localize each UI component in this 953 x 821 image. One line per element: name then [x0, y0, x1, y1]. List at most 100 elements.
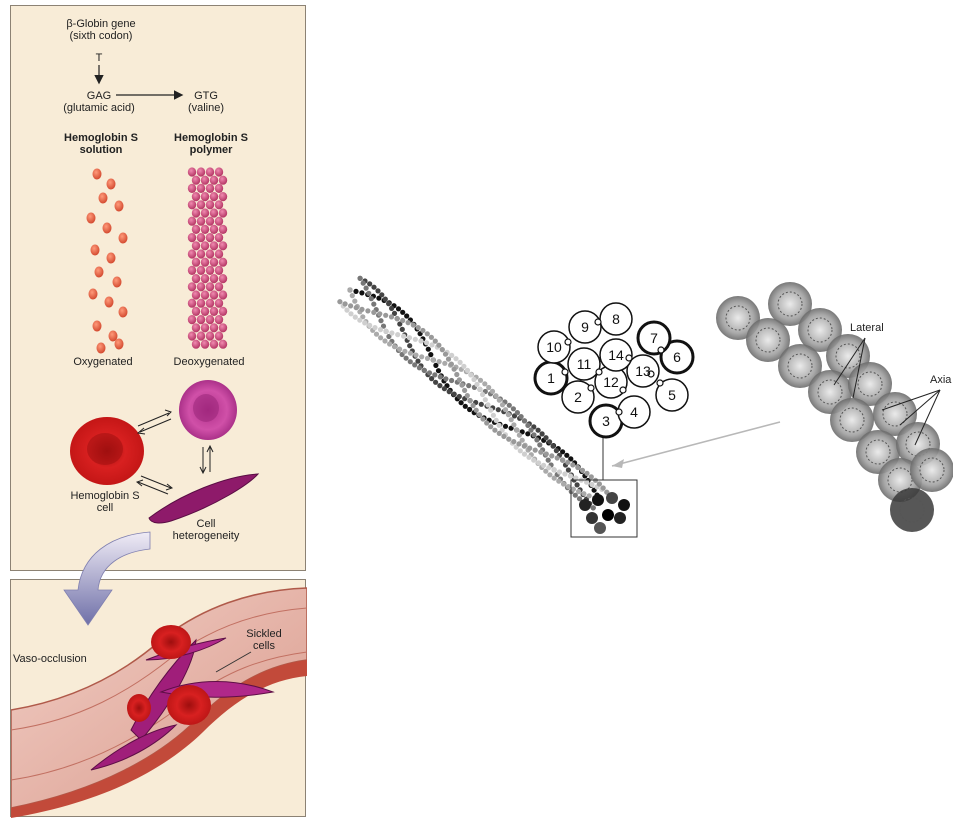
fiber-strand-bead	[378, 327, 383, 332]
fiber-strand-bead	[515, 410, 520, 415]
fiber-strand-bead	[454, 372, 459, 377]
fiber-strand-bead	[497, 398, 502, 403]
fiber-strand-bead	[389, 314, 394, 319]
fiber-strand-bead	[497, 423, 502, 428]
fiber-strand-bead	[372, 325, 377, 330]
fiber-strand-bead	[506, 437, 511, 442]
fiber-strand-bead	[581, 491, 586, 496]
fiber-strand-bead	[488, 424, 493, 429]
fiber-strand-bead	[544, 451, 549, 456]
fiber-strand-bead	[408, 359, 413, 364]
fiber-strand-bead	[497, 431, 502, 436]
fiber-strand-bead	[443, 376, 448, 381]
fiber-strand-bead	[468, 372, 473, 377]
fiber-strand-bead	[413, 353, 418, 358]
fiber-strand-bead	[566, 467, 571, 472]
fiber-strand-bead	[425, 356, 430, 361]
fiber-strand-bead	[359, 307, 364, 312]
fiber-strand-bead	[358, 276, 363, 281]
fiber-strand-bead	[406, 320, 411, 325]
fiber-strand-bead	[566, 484, 571, 489]
fiber-strand-bead	[517, 433, 522, 438]
fiber-strand-bead	[536, 428, 541, 433]
fiber-strand-bead	[549, 453, 554, 458]
fiber-strand-bead	[486, 385, 491, 390]
fiber-strand-bead	[560, 458, 565, 463]
fiber-strand-bead	[366, 291, 371, 296]
fiber-strand-bead	[459, 383, 464, 388]
fiber-strand-bead	[485, 402, 490, 407]
fiber-strand-bead	[382, 338, 387, 343]
fiber-strand-bead	[493, 393, 498, 398]
fiber-strand-bead	[555, 455, 560, 460]
fiber-strand-bead	[443, 352, 448, 357]
fiber-strand-bead	[575, 465, 580, 470]
fiber-strand-bead	[386, 301, 391, 306]
fiber-strand-bead	[369, 296, 374, 301]
fiber-end-bead	[586, 512, 598, 524]
fiber-strand-bead	[379, 292, 384, 297]
contact-dot	[626, 355, 632, 361]
lateral-label: Lateral	[850, 322, 884, 334]
fiber-strand-bead	[537, 442, 542, 447]
fiber-strand-bead	[424, 340, 429, 345]
strand-number: 5	[668, 387, 676, 403]
fiber-strand-bead	[492, 428, 497, 433]
fiber-strand-bead	[538, 450, 543, 455]
strand-number: 11	[577, 356, 592, 372]
fiber-strand-bead	[437, 359, 442, 364]
fiber-strand-bead	[446, 357, 451, 362]
fiber-strand-bead	[518, 448, 523, 453]
fiber-strand-bead	[348, 311, 353, 316]
fiber-strand-bead	[371, 285, 376, 290]
fiber-strand-bead	[543, 435, 548, 440]
fiber-strand-bead	[402, 349, 407, 354]
fiber-end-bead	[614, 512, 626, 524]
strand-number: 3	[602, 413, 610, 429]
fiber-strand-bead	[389, 306, 394, 311]
fiber-strand-bead	[580, 468, 585, 473]
fiber-strand-bead	[526, 455, 531, 460]
fiber-strand-bead	[400, 327, 405, 332]
fiber-strand-bead	[575, 482, 580, 487]
fiber-strand-bead	[416, 325, 421, 330]
fiber-strand-bead	[350, 293, 355, 298]
fiber-strand-bead	[488, 408, 493, 413]
strand-cross-section: 1234567891011121314	[535, 303, 693, 437]
fiber-strand-bead	[501, 434, 506, 439]
fiber-strand-bead	[483, 397, 488, 402]
fiber-strand-bead	[546, 465, 551, 470]
fiber-strand-bead	[477, 387, 482, 392]
fiber-strand-bead	[509, 417, 514, 422]
fiber-strand-bead	[432, 372, 437, 377]
fiber-strand-bead	[364, 286, 369, 291]
fiber-strand-bead	[462, 388, 467, 393]
fiber-strand-bead	[459, 400, 464, 405]
contact-dot	[620, 387, 626, 393]
fiber-strand-bead	[540, 431, 545, 436]
contact-dot	[596, 369, 602, 375]
fiber-strand-bead	[420, 328, 425, 333]
fiber-strand-bead	[458, 360, 463, 365]
fiber-strand-bead	[457, 377, 462, 382]
hbs-molecule-density	[910, 448, 953, 492]
fiber-strand-bead	[490, 389, 495, 394]
fiber-end-bead	[606, 492, 618, 504]
fiber-strand-bead	[467, 407, 472, 412]
fiber-strand-bead	[562, 471, 567, 476]
fiber-strand-bead	[511, 406, 516, 411]
fiber-strand-bead	[468, 398, 473, 403]
contact-dot	[562, 369, 568, 375]
fiber-strand-bead	[556, 479, 561, 484]
fiber-strand-bead	[419, 354, 424, 359]
fiber-strand-bead	[343, 301, 348, 306]
fiber-strand-bead	[429, 335, 434, 340]
fiber-strand-bead	[568, 473, 573, 478]
strand-number: 7	[650, 330, 658, 346]
fiber-strand-bead	[465, 368, 470, 373]
fiber-strand-bead	[463, 404, 468, 409]
fiber-strand-bead	[417, 365, 422, 370]
fiber-strand-bead	[561, 481, 566, 486]
fiber-strand-bead	[474, 408, 479, 413]
